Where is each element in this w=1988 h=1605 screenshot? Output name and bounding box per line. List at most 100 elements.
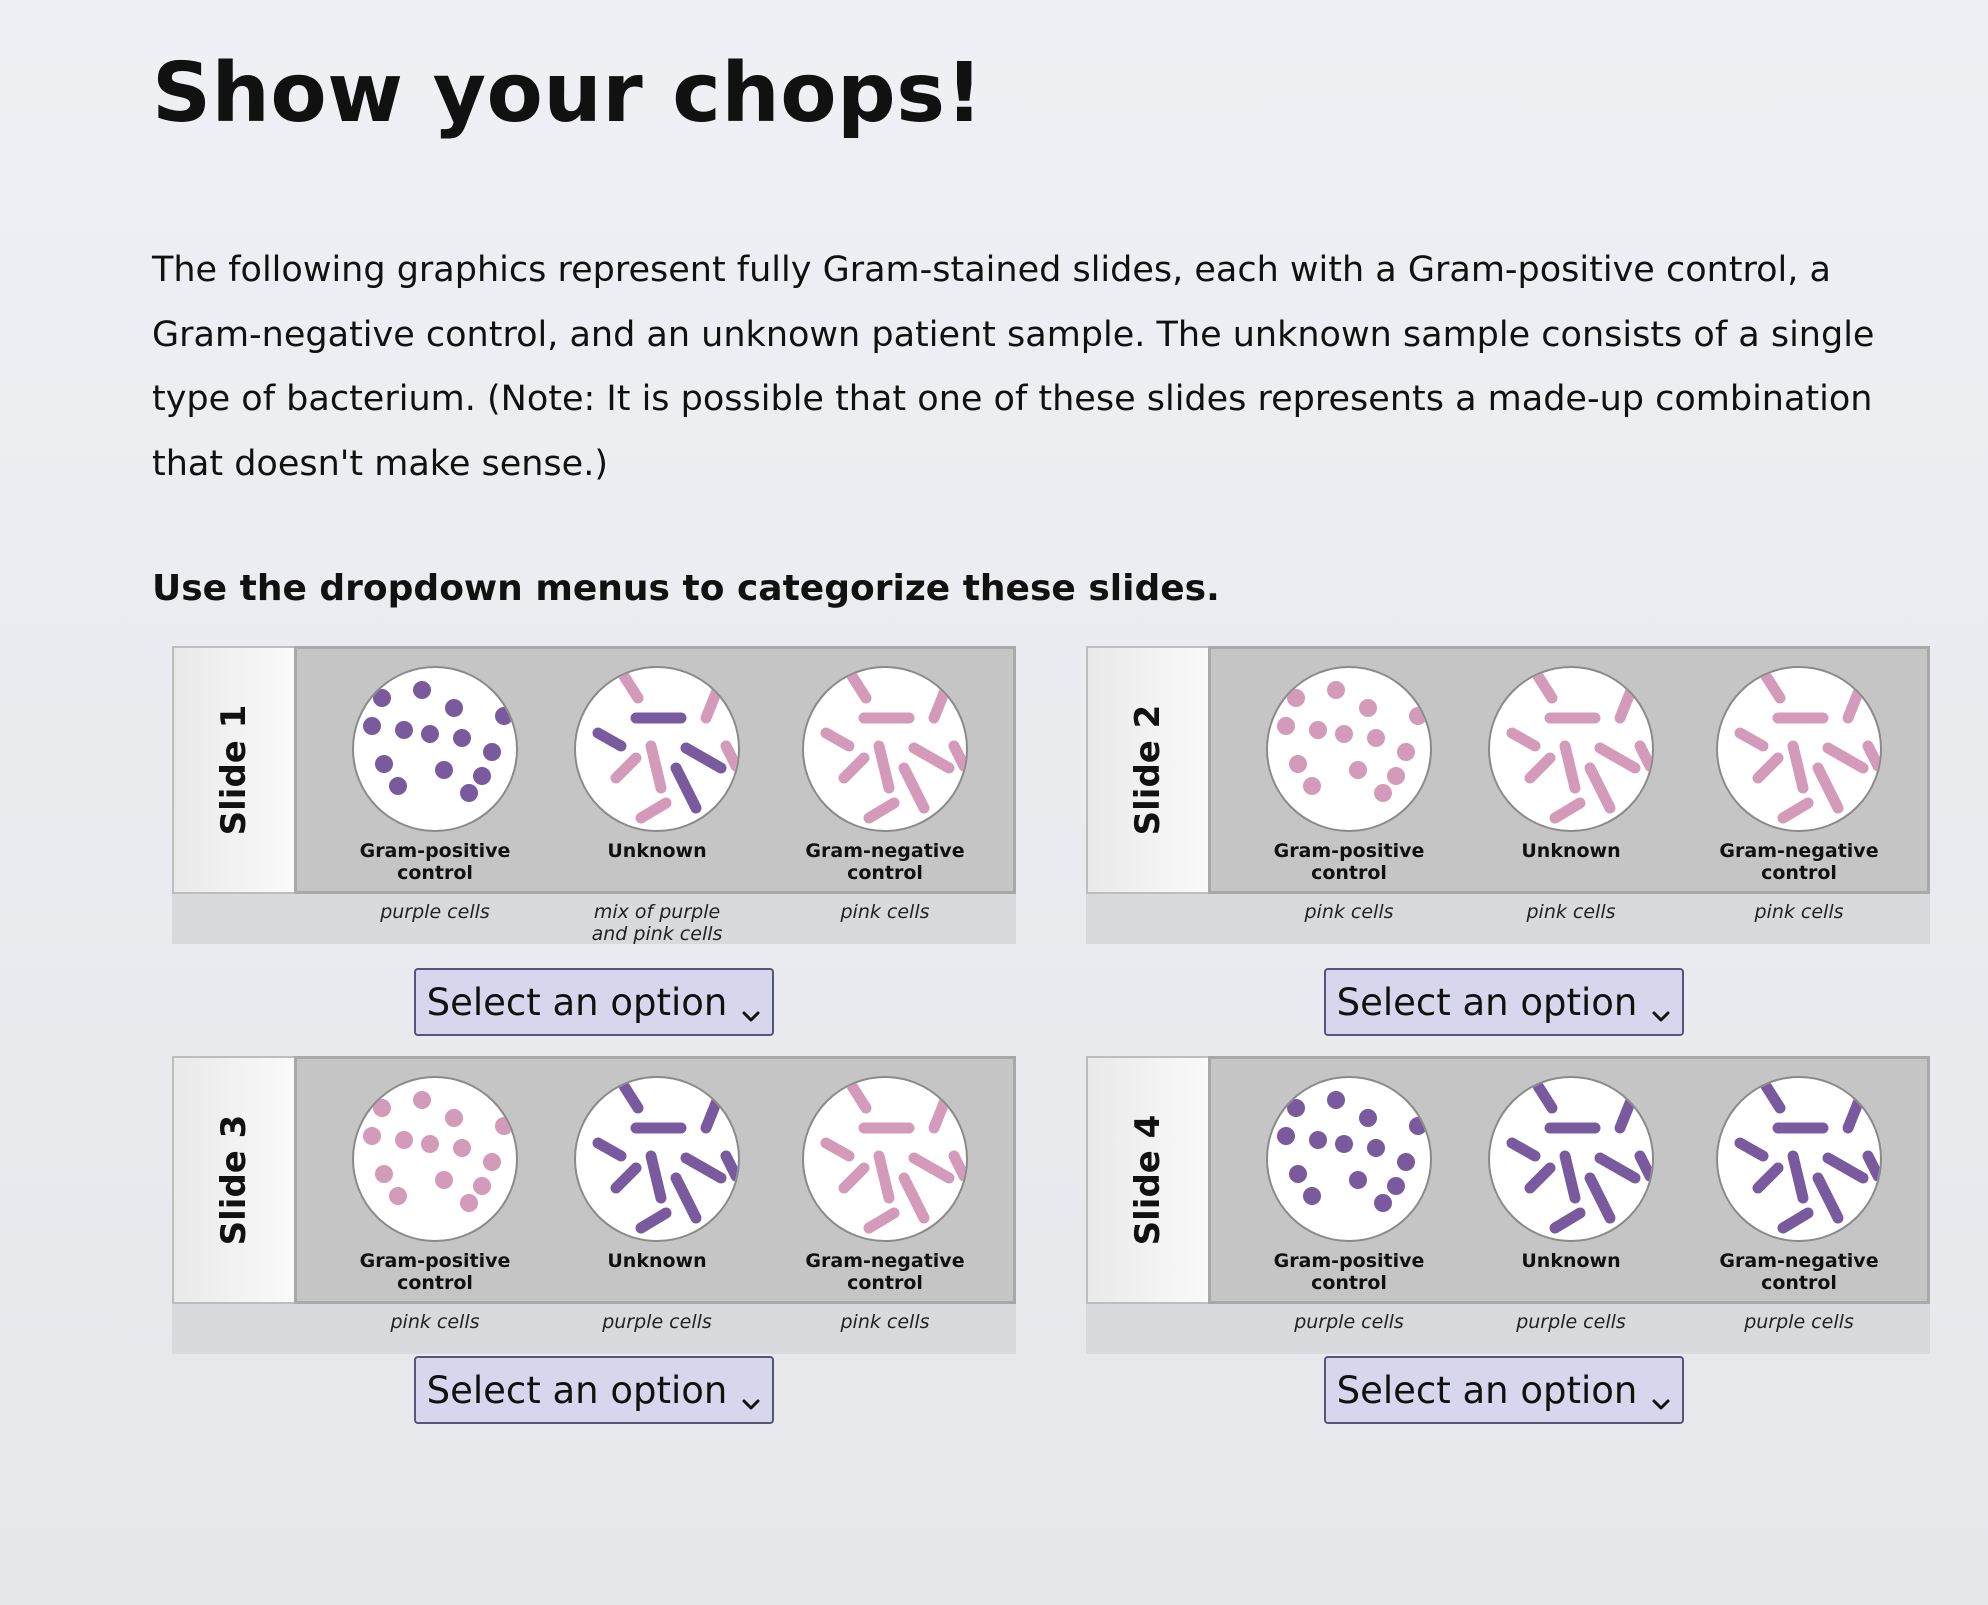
coccus-cell (375, 1165, 393, 1183)
cocci-cells (363, 681, 513, 802)
rod-cell (1584, 1172, 1616, 1224)
rod-cell (846, 670, 872, 704)
coccus-cell (483, 1153, 501, 1171)
microscope-field (1716, 1076, 1882, 1242)
coccus-cell (1277, 1127, 1295, 1145)
rod-cell (1549, 797, 1586, 824)
coccus-cell (1397, 743, 1415, 761)
coccus-cell (473, 1177, 491, 1195)
field-note: pink cells (840, 901, 930, 923)
rod-cell (1812, 1172, 1844, 1224)
category-dropdown[interactable]: Select an option (1324, 1356, 1684, 1424)
slide-label: Slide 3 (172, 1056, 296, 1304)
rod-cell (1634, 1150, 1652, 1182)
chevron-down-icon (1651, 992, 1671, 1022)
coccus-cell (1409, 707, 1427, 725)
field-title: Unknown (1521, 840, 1621, 862)
rod-cell (838, 1162, 870, 1194)
coccus-cell (1359, 1109, 1377, 1127)
slide-label: Slide 1 (172, 646, 296, 894)
coccus-cell (1289, 755, 1307, 773)
coccus-cell (495, 707, 513, 725)
rod-cell (1524, 752, 1556, 784)
chevron-down-icon (1651, 1380, 1671, 1410)
coccus-cell (495, 1117, 513, 1135)
category-dropdown[interactable]: Select an option (414, 1356, 774, 1424)
rod-cell (898, 1172, 930, 1224)
coccus-cell (1359, 699, 1377, 717)
rod-cell (1760, 1080, 1786, 1114)
rod-cell (846, 1080, 872, 1114)
coccus-cell (1303, 1187, 1321, 1205)
slide-label-text: Slide 3 (214, 1114, 254, 1246)
rod-cell (645, 740, 667, 794)
field-note: purple cells (1294, 1311, 1404, 1333)
coccus-cell (1287, 1099, 1305, 1117)
dropdown-value: Select an option (426, 1368, 728, 1412)
rod-cell (1777, 797, 1814, 824)
field-title: Unknown (607, 840, 707, 862)
notes-strip (1086, 894, 1930, 944)
slide-label: Slide 4 (1086, 1056, 1210, 1304)
rod-cells (1506, 1080, 1652, 1234)
rod-cell (1752, 1162, 1784, 1194)
rod-cell (1822, 742, 1869, 774)
rod-cell (720, 1150, 738, 1182)
instruction-text: Use the dropdown menus to categorize the… (152, 568, 1220, 609)
rod-cell (863, 797, 900, 824)
field-note: purple cells (380, 901, 490, 923)
coccus-cell (460, 784, 478, 802)
rod-cell (1734, 727, 1769, 752)
rod-cell (610, 752, 642, 784)
coccus-cell (1309, 1131, 1327, 1149)
rod-cell (928, 682, 952, 724)
category-dropdown[interactable]: Select an option (1324, 968, 1684, 1036)
notes-strip (172, 1304, 1016, 1354)
rod-cell (1594, 1152, 1641, 1184)
rod-cell (1752, 752, 1784, 784)
field-title: Gram-negative control (1719, 840, 1879, 884)
coccus-cell (1327, 681, 1345, 699)
rod-cell (1549, 1207, 1586, 1234)
coccus-cell (421, 725, 439, 743)
coccus-cell (1303, 777, 1321, 795)
slide-label: Slide 2 (1086, 646, 1210, 894)
rod-cell (908, 742, 955, 774)
dropdown-value: Select an option (1336, 980, 1638, 1024)
rod-cell (1822, 1152, 1869, 1184)
microscope-field (352, 1076, 518, 1242)
coccus-cell (1277, 717, 1295, 735)
dropdown-value: Select an option (1336, 1368, 1638, 1412)
rod-cell (898, 762, 930, 814)
intro-paragraph: The following graphics represent fully G… (152, 250, 1875, 484)
rod-cell (1760, 670, 1786, 704)
rod-cell (838, 752, 870, 784)
rod-cell (592, 1137, 627, 1162)
chevron-down-icon (741, 992, 761, 1022)
category-dropdown[interactable]: Select an option (414, 968, 774, 1036)
field-title: Gram-negative control (805, 1250, 965, 1294)
rod-cell (1524, 1162, 1556, 1194)
page-title: Show your chops! (152, 46, 984, 141)
microscope-field (1266, 1076, 1432, 1242)
coccus-cell (389, 1187, 407, 1205)
field-title: Gram-positive control (1273, 840, 1425, 884)
field-title: Gram-negative control (805, 840, 965, 884)
microscope-field (352, 666, 518, 832)
rod-cell (1842, 682, 1866, 724)
notes-strip (172, 894, 1016, 944)
field-note: pink cells (840, 1311, 930, 1333)
coccus-cell (1387, 767, 1405, 785)
rod-cell (645, 1150, 667, 1204)
microscope-field (574, 666, 740, 832)
rod-cell (592, 727, 627, 752)
rod-cell (820, 727, 855, 752)
rod-cells (1734, 1080, 1880, 1234)
rod-cell (670, 762, 702, 814)
field-note: pink cells (1754, 901, 1844, 923)
rod-cell (820, 1137, 855, 1162)
rod-cell (1777, 1207, 1814, 1234)
coccus-cell (435, 1171, 453, 1189)
